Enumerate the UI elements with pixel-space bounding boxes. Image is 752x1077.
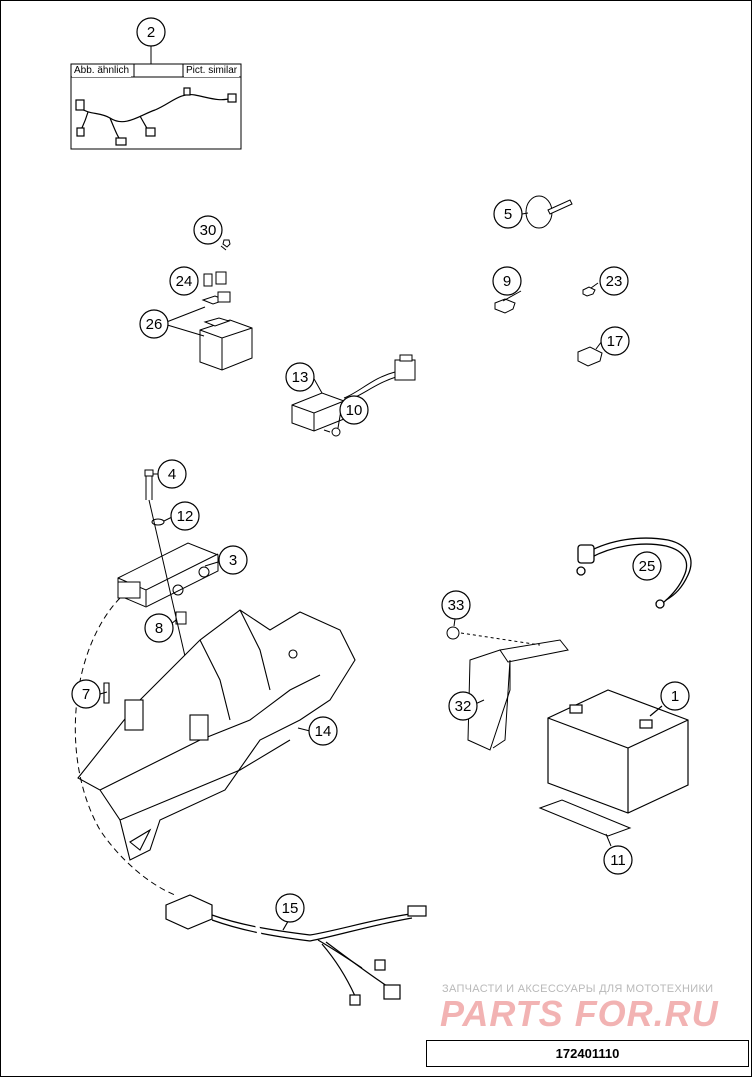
callout-9: 9: [503, 273, 511, 290]
battery-pad-part: [538, 799, 632, 847]
callout-1: 1: [671, 688, 679, 705]
callout-30: 30: [200, 222, 217, 239]
battery-part: [547, 689, 689, 814]
callout-26: 26: [146, 316, 163, 333]
callout-11: 11: [610, 852, 626, 869]
document-number: 172401110: [555, 1046, 620, 1061]
watermark-brand: PARTS FOR.RU: [440, 993, 719, 1034]
callout-2: 2: [147, 24, 155, 41]
wiring-harness-part: [75, 87, 237, 146]
callout-17: 17: [607, 333, 624, 350]
inset-label-right: Pict. similar: [184, 65, 240, 77]
document-number-box: 172401110: [426, 1040, 749, 1067]
callout-4: 4: [168, 466, 176, 483]
callout-25: 25: [639, 558, 656, 575]
callout-5: 5: [504, 206, 512, 223]
callout-circles: [71, 17, 690, 923]
small-parts-group: [494, 195, 603, 367]
callout-10: 10: [346, 402, 363, 419]
callout-13: 13: [292, 369, 309, 386]
electronics-box-part: [77, 609, 356, 861]
callout-labels: 2 30 24 26 13 10 5 9 23 17 4 12 3 8 7 14…: [82, 24, 679, 917]
callout-14: 14: [315, 723, 332, 740]
callout-32: 32: [455, 698, 472, 715]
callout-15: 15: [282, 900, 299, 917]
callout-33: 33: [448, 597, 465, 614]
callout-3: 3: [229, 552, 237, 569]
battery-cable-part: [576, 537, 692, 609]
wiring-harness-lower: [165, 894, 427, 1006]
callout-8: 8: [155, 620, 163, 637]
ecu-part: [117, 469, 219, 731]
callout-7: 7: [82, 686, 90, 703]
callout-23: 23: [606, 273, 623, 290]
relay-assembly: [163, 239, 253, 371]
battery-holder-part: [446, 618, 569, 751]
inset-label-left: Abb. ähnlich: [72, 65, 132, 77]
watermark-tagline: ЗАПЧАСТИ И АКСЕССУАРЫ ДЛЯ МОТОТЕХНИКИ: [442, 983, 714, 995]
routing-line: [74, 597, 176, 896]
callout-12: 12: [177, 508, 194, 525]
callout-24: 24: [176, 273, 193, 290]
inset-box: [70, 63, 242, 150]
